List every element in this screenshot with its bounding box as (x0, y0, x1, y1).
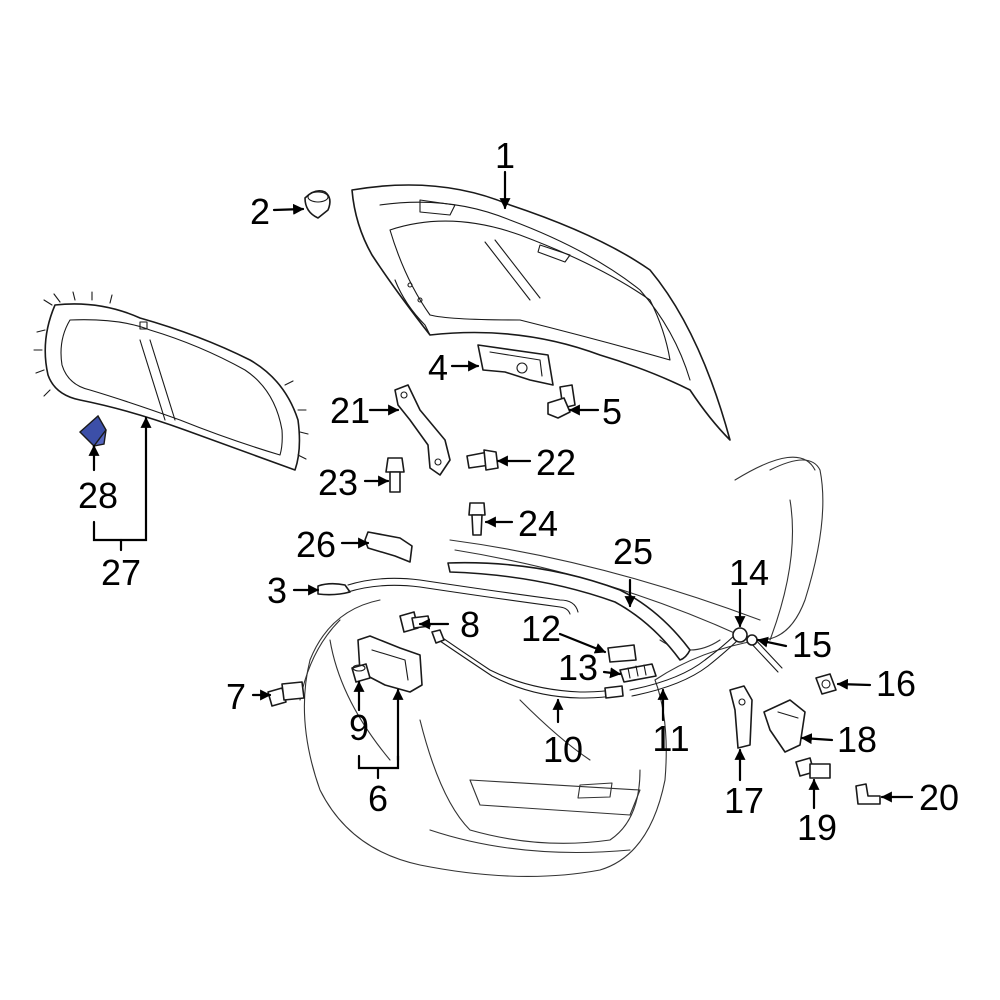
callout-10[interactable]: 10 (543, 729, 583, 770)
callout-27[interactable]: 27 (101, 552, 141, 593)
callout-24[interactable]: 24 (518, 503, 558, 544)
bolt-5[interactable] (547, 384, 576, 419)
callout-23[interactable]: 23 (318, 462, 358, 503)
release-cable-front[interactable] (431, 629, 613, 699)
bolt-23[interactable] (385, 457, 405, 493)
callout-11[interactable]: 11 (652, 718, 689, 759)
callout-21[interactable]: 21 (330, 390, 370, 431)
bracket-18[interactable] (763, 699, 806, 753)
callout-5[interactable]: 5 (602, 391, 622, 432)
callout-2[interactable]: 2 (250, 191, 270, 232)
nut-16[interactable] (815, 673, 837, 695)
callout-13[interactable]: 13 (558, 647, 598, 688)
insulator-retainer-clip-highlighted[interactable] (78, 414, 107, 448)
bolt-9[interactable] (351, 663, 371, 683)
callout-19[interactable]: 19 (797, 807, 837, 848)
release-cable-rear[interactable] (604, 631, 742, 699)
callout-numbers: 1 2 3 4 5 6 7 8 9 10 11 12 13 14 15 16 1… (78, 135, 959, 848)
clip-20[interactable] (855, 783, 881, 805)
callout-15[interactable]: 15 (792, 624, 832, 665)
hood-prop-rod[interactable] (317, 577, 579, 615)
callout-28[interactable]: 28 (78, 475, 118, 516)
callout-22[interactable]: 22 (536, 442, 576, 483)
callout-4[interactable]: 4 (428, 347, 448, 388)
callout-6[interactable]: 6 (368, 778, 388, 819)
cable-clip-13[interactable] (619, 663, 657, 683)
hood-latch-bracket[interactable] (477, 344, 554, 386)
hood-insulator[interactable] (33, 291, 309, 471)
bolt-7[interactable] (267, 681, 305, 707)
hood-latch[interactable] (357, 635, 423, 693)
callout-26[interactable]: 26 (296, 524, 336, 565)
leader-lines (88, 170, 914, 810)
callout-1[interactable]: 1 (495, 135, 515, 176)
callout-12[interactable]: 12 (521, 608, 561, 649)
callout-7[interactable]: 7 (226, 676, 246, 717)
callout-25[interactable]: 25 (613, 531, 653, 572)
bolt-24[interactable] (468, 502, 486, 536)
bolt-8[interactable] (399, 611, 431, 633)
callout-18[interactable]: 18 (837, 719, 877, 760)
hood-hinge-bracket[interactable] (394, 384, 451, 476)
bolt-22[interactable] (466, 449, 499, 471)
release-handle-17[interactable] (729, 685, 753, 749)
callout-9[interactable]: 9 (349, 707, 369, 748)
hood-panel[interactable] (351, 184, 731, 441)
callout-17[interactable]: 17 (724, 780, 764, 821)
callout-14[interactable]: 14 (729, 552, 769, 593)
hood-seal[interactable] (447, 561, 691, 661)
callout-20[interactable]: 20 (919, 777, 959, 818)
callout-3[interactable]: 3 (267, 570, 287, 611)
hood-bumper[interactable] (304, 190, 331, 219)
bolt-19[interactable] (795, 757, 831, 779)
callout-8[interactable]: 8 (460, 604, 480, 645)
callout-16[interactable]: 16 (876, 663, 916, 704)
support-rod-15[interactable] (746, 634, 783, 673)
cable-clip-12[interactable] (607, 644, 637, 663)
hood-bumper-block[interactable] (364, 531, 413, 563)
release-handle-14[interactable] (732, 627, 748, 643)
